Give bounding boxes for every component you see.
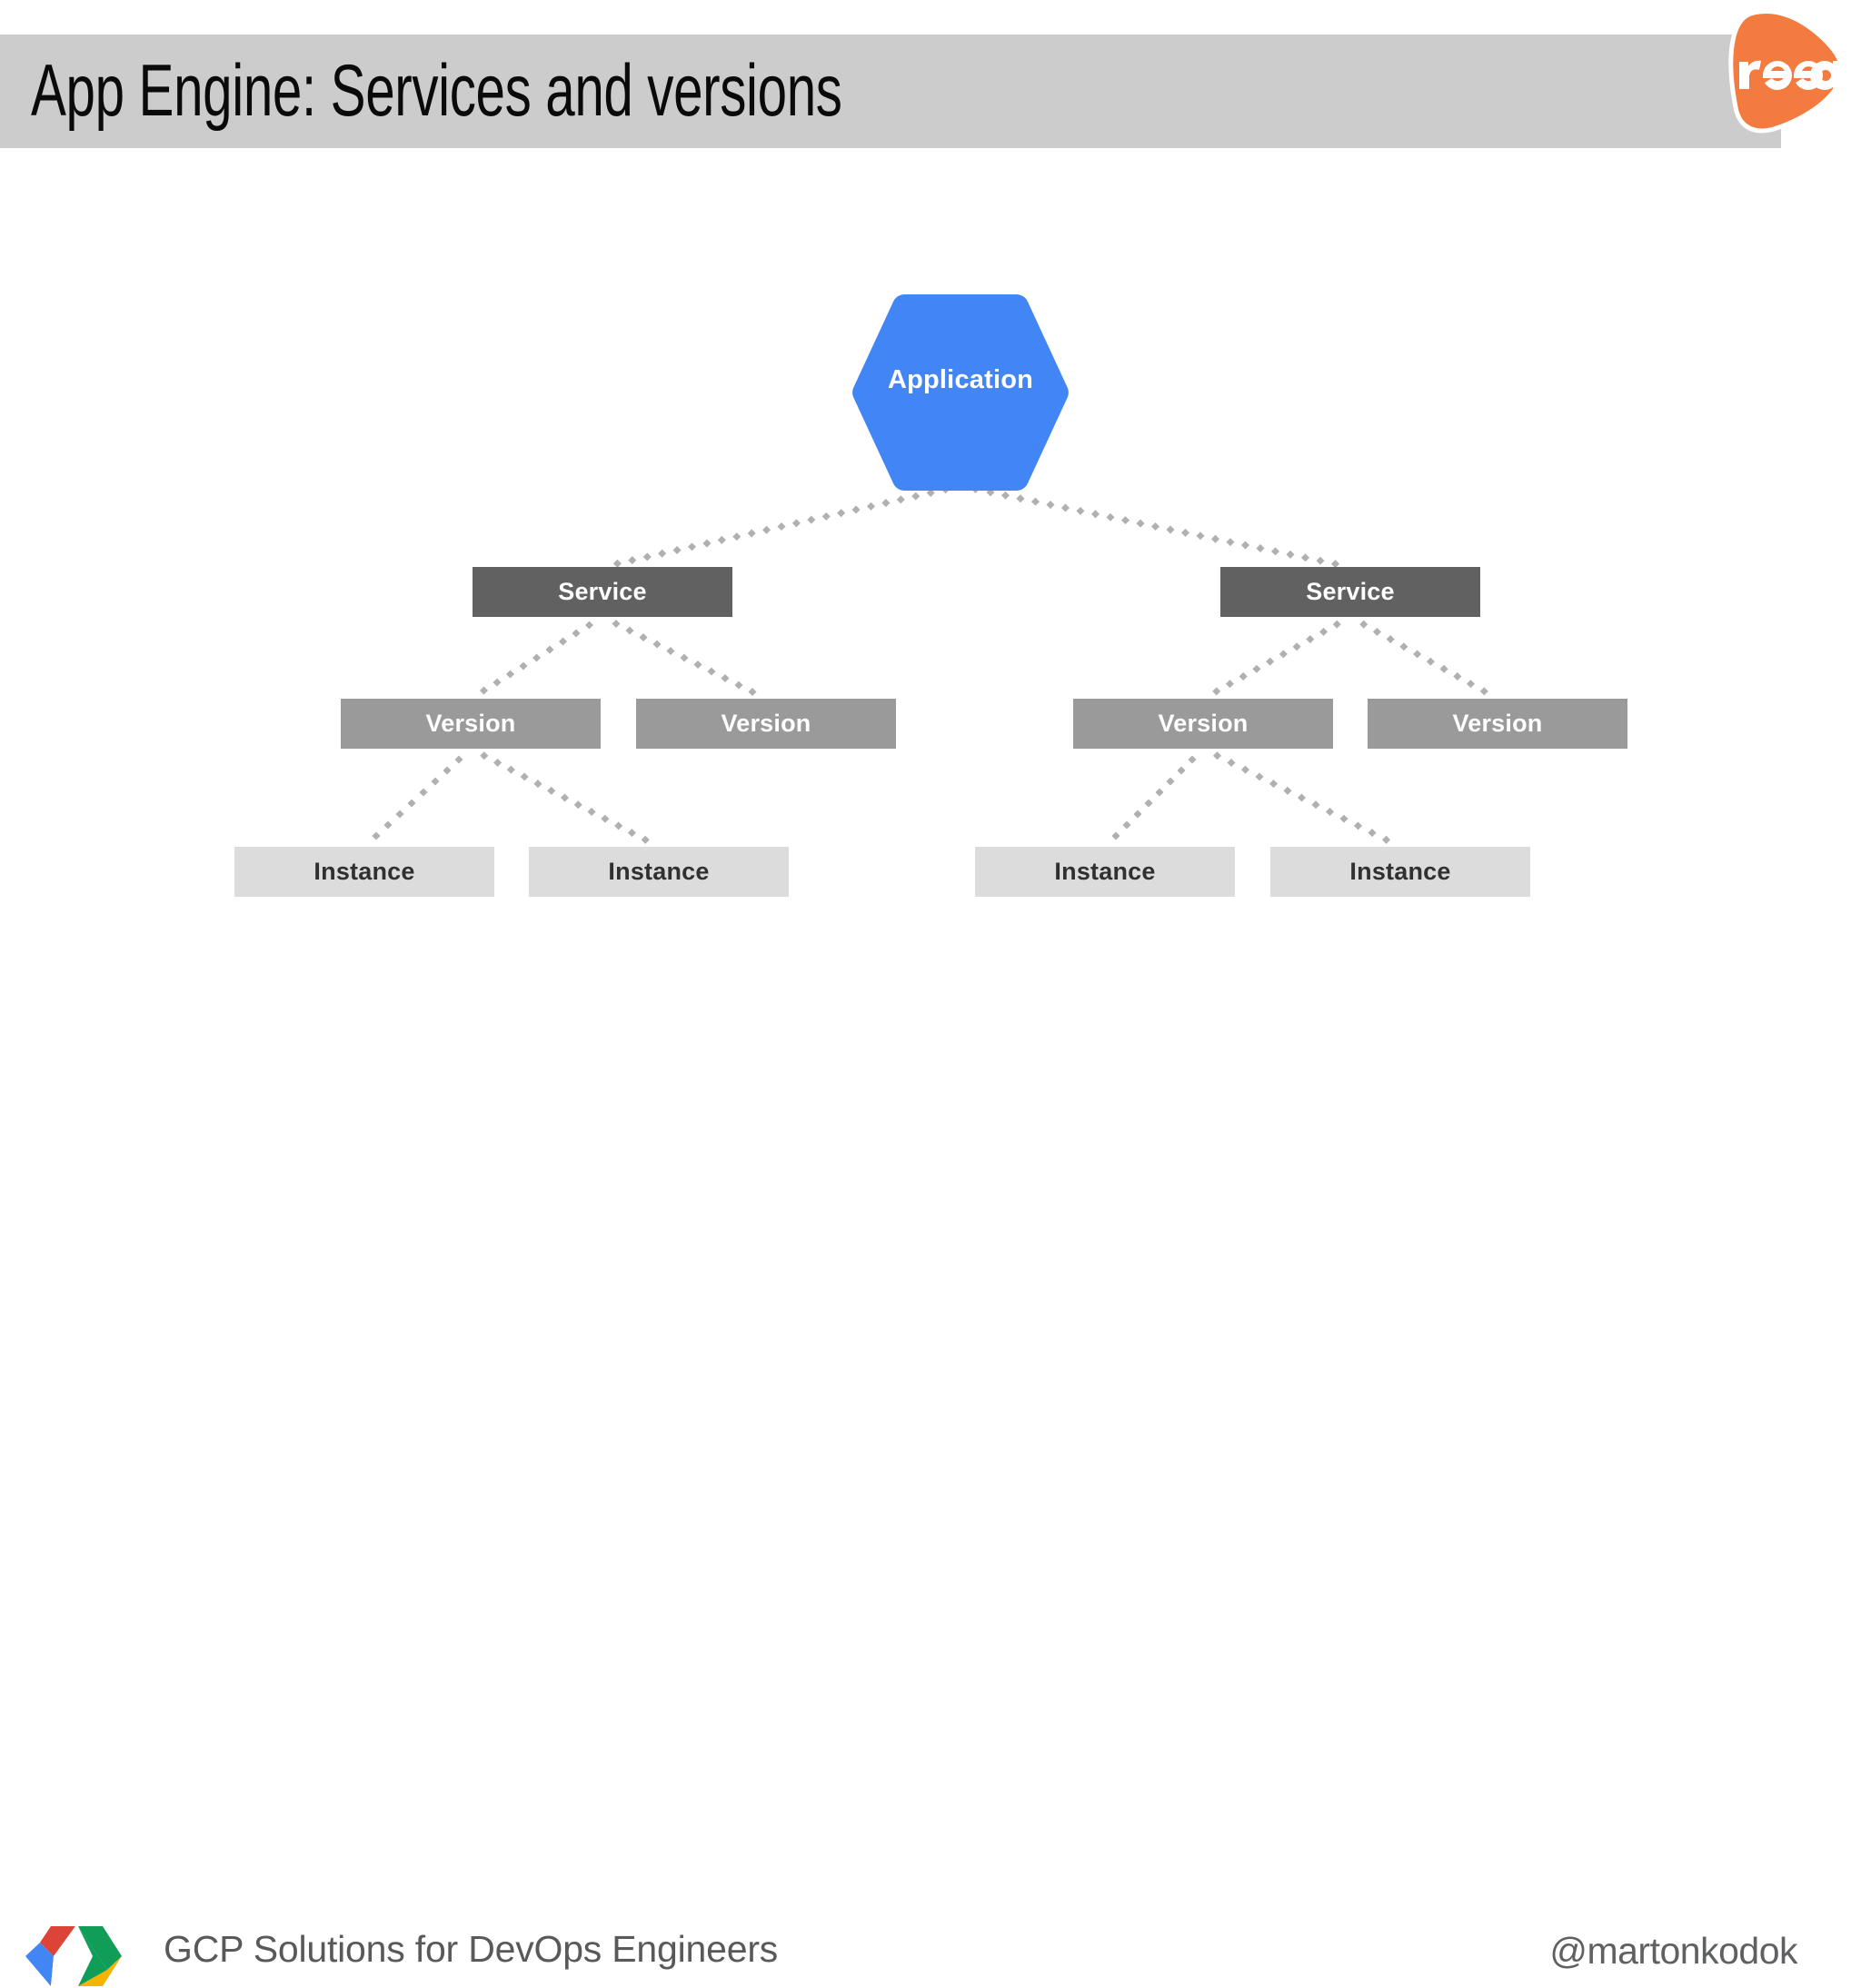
reea-logo	[1707, 5, 1852, 136]
diagram-node-application[interactable]: Application	[848, 292, 1073, 493]
footer-handle: @martonkodok	[1549, 1930, 1797, 1972]
diagram-node-label: Instance	[608, 858, 710, 885]
diagram-node-label: Version	[425, 710, 516, 737]
diagram-node-label: Instance	[1349, 858, 1451, 885]
hexagon-shape	[852, 294, 1069, 491]
diagram-node-label: Application	[887, 364, 1034, 394]
footer-title: GCP Solutions for DevOps Engineers	[164, 1928, 779, 1970]
google-developers-logo	[24, 1924, 124, 1988]
page-title: App Engine: Services and versions	[31, 50, 842, 132]
diagram-node-label: Version	[1158, 710, 1249, 737]
diagram-node-label: Service	[558, 578, 647, 605]
slide-footer: GCP Solutions for DevOps Engineers @mart…	[0, 947, 1861, 1986]
diagram-node-instance-4[interactable]: Instance	[1270, 847, 1530, 897]
diagram-node-instance-2[interactable]: Instance	[529, 847, 789, 897]
diagram-node-instance-3[interactable]: Instance	[975, 847, 1235, 897]
diagram-node-label: Version	[1452, 710, 1543, 737]
diagram-node-version-4[interactable]: Version	[1368, 699, 1627, 749]
diagram-node-label: Instance	[1054, 858, 1156, 885]
diagram-node-label: Service	[1306, 578, 1395, 605]
diagram-node-service-1[interactable]: Service	[473, 567, 732, 617]
diagram-node-service-2[interactable]: Service	[1220, 567, 1480, 617]
slide-canvas: App Engine: Services and versions Applic…	[0, 5, 1861, 1986]
diagram-node-instance-1[interactable]: Instance	[234, 847, 494, 897]
diagram-node-version-3[interactable]: Version	[1073, 699, 1333, 749]
diagram-node-version-2[interactable]: Version	[636, 699, 896, 749]
title-banner	[0, 35, 1781, 148]
diagram-node-label: Version	[721, 710, 811, 737]
diagram-node-version-1[interactable]: Version	[341, 699, 601, 749]
services-versions-diagram: Application Service Service Version Vers…	[234, 292, 1627, 897]
diagram-node-label: Instance	[313, 858, 415, 885]
